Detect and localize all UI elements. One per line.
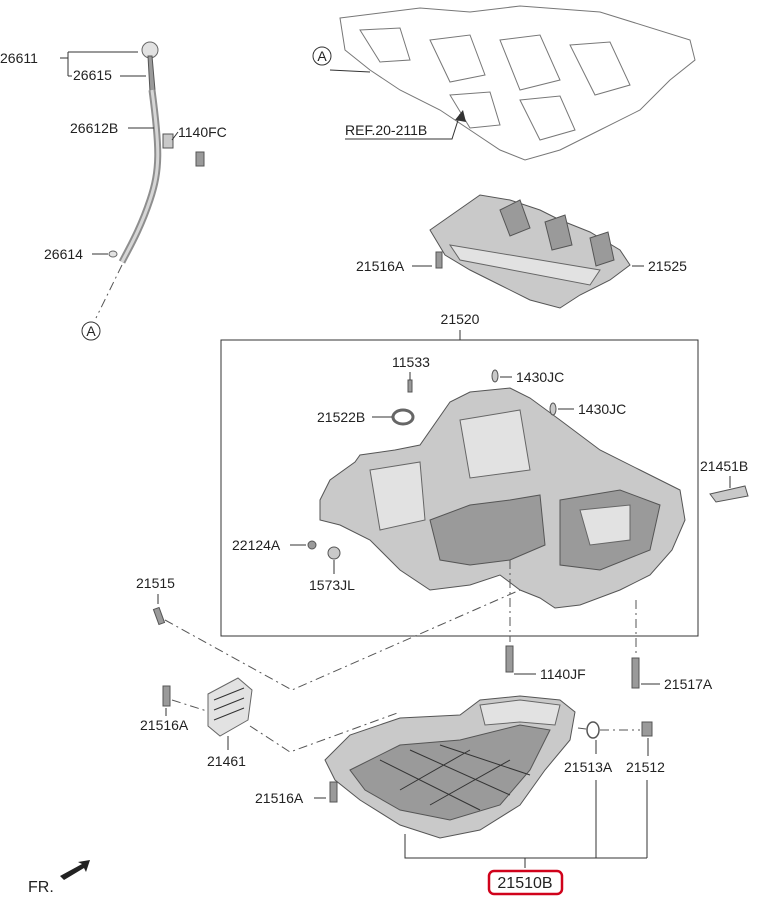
label-21520[interactable]: 21520 [441,311,480,327]
bolt-21516a-mid [162,685,171,707]
baffle-21525 [429,194,631,309]
label-21451b[interactable]: 21451B [700,458,748,474]
label-11533[interactable]: 11533 [392,354,430,370]
pin-11533 [407,379,413,393]
label-1140fc[interactable]: 1140FC [178,124,227,140]
ref-a-left-circle [81,321,101,341]
plug-1430jc-1 [491,369,499,383]
bolt-21516a-bot [329,781,338,803]
label-26612b[interactable]: 26612B [70,120,118,136]
highlight-box-21510b [487,869,564,896]
label-21516a-mid[interactable]: 21516A [140,717,189,733]
label-1140jf[interactable]: 1140JF [540,666,586,682]
label-21525[interactable]: 21525 [648,258,687,274]
label-1430jc-1[interactable]: 1430JC [516,369,564,385]
drain-plug-21512 [641,721,653,737]
plug-1430jc-2 [549,402,557,416]
front-arrow-icon [60,860,90,880]
plug-22124a [307,540,317,550]
label-22124a[interactable]: 22124A [232,537,281,553]
label-21512[interactable]: 21512 [626,759,665,775]
bolt-21517a [631,657,640,689]
ref-20-211b-label[interactable]: REF.20-211B [345,122,427,138]
bolt-21516a-top [435,251,443,269]
upper-pan-box [220,339,699,637]
label-21516a-top[interactable]: 21516A [356,258,405,274]
washer-21513a [586,721,600,739]
dipstick-tube [118,89,162,264]
front-label: FR. [28,879,54,896]
upper-oil-pan-21520 [319,387,686,609]
label-26611[interactable]: 26611 [0,50,38,66]
ref-a-top-circle [312,46,332,66]
plug-1573jl [327,546,341,560]
part-21451b [709,485,749,503]
engine-block-reference [329,5,696,161]
dipstick-assembly [108,41,205,264]
label-21517a[interactable]: 21517A [664,676,713,692]
label-1573jl[interactable]: 1573JL [309,577,355,593]
ref-a-left-label: A [86,323,96,339]
lower-oil-pan-21510b [324,695,576,839]
oring-21522b [391,408,415,426]
label-26615[interactable]: 26615 [73,67,112,83]
label-21513a[interactable]: 21513A [564,759,613,775]
label-21522b[interactable]: 21522B [317,409,365,425]
bolt-1140fc [195,151,205,167]
label-26614[interactable]: 26614 [44,246,83,262]
label-21515[interactable]: 21515 [136,575,175,591]
label-21510b[interactable]: 21510B [497,875,552,892]
tube-bracket [162,133,174,149]
bolt-21515 [152,606,166,626]
ref-a-top-label: A [317,48,327,64]
bolt-1140jf [505,645,514,673]
screen-21461 [207,677,253,737]
ref-arrow [455,110,466,122]
label-21516a-bot[interactable]: 21516A [255,790,304,806]
label-1430jc-2[interactable]: 1430JC [578,401,626,417]
label-21461[interactable]: 21461 [207,753,246,769]
